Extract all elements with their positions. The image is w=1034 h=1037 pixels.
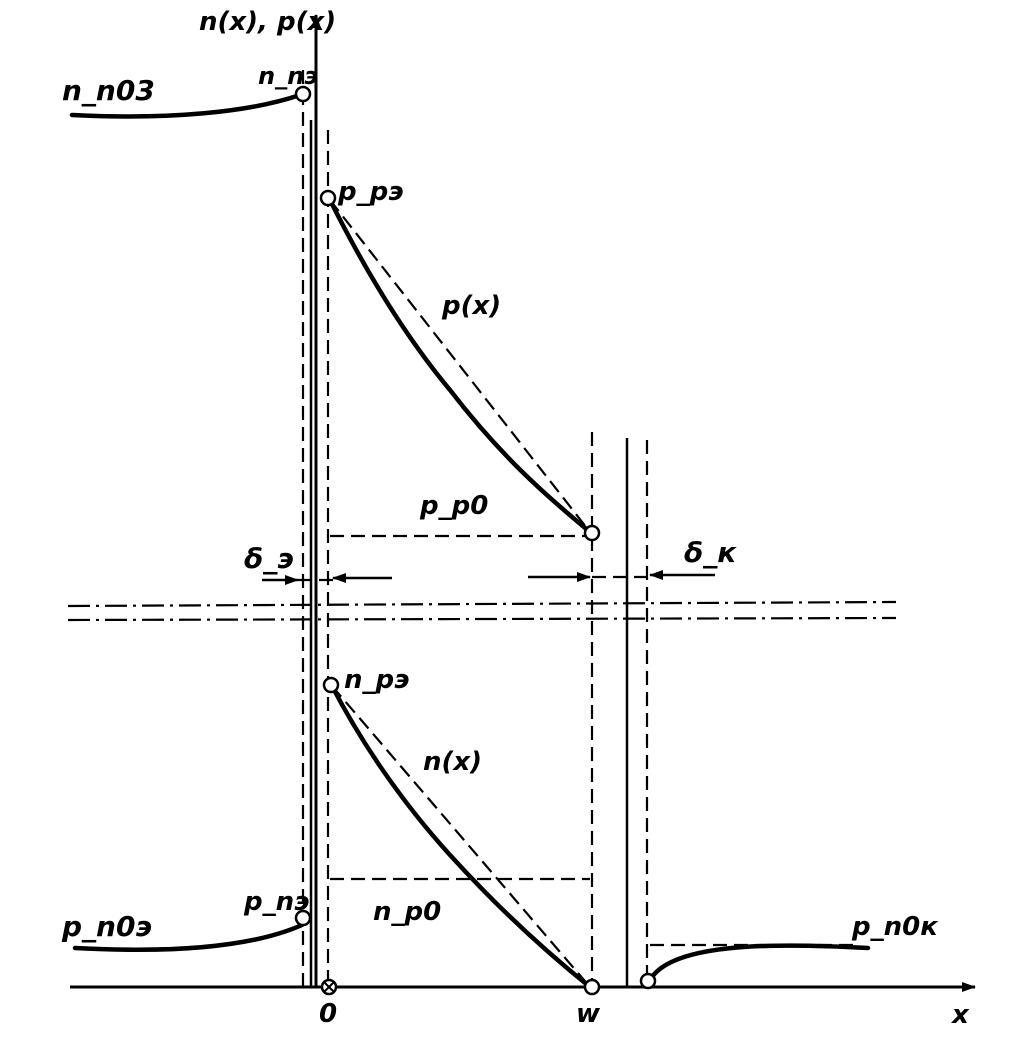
p-n0e-curve: [72, 922, 305, 952]
origin-point-cross-b: [323, 981, 335, 993]
p-ne-label: p_nэ: [243, 887, 310, 917]
n-ne-label: n_nэ: [258, 62, 318, 90]
p-p0-label: p_p0: [419, 491, 488, 521]
y-axis-label: n(x), p(x): [199, 7, 336, 37]
delta-e-label: δ_э: [244, 542, 294, 575]
n-x-label: n(x): [423, 747, 482, 777]
collector-point: [639, 972, 657, 990]
n-ne-point: [294, 85, 312, 103]
separator-line-lower: [67, 616, 897, 622]
n-n0e-label: n_n03: [62, 74, 155, 107]
p-pe-point: [319, 189, 337, 207]
p-n0e-label: p_n0э: [61, 910, 152, 943]
p-ne-point: [294, 909, 312, 927]
origin-label: 0: [319, 999, 337, 1029]
n-n0e-curve: [69, 92, 303, 119]
n-pe-point: [322, 676, 340, 694]
n-x-linear-approx: [331, 685, 591, 988]
w-point: [583, 978, 601, 996]
p-n0k-curve: [647, 943, 871, 983]
p-x-linear-approx: [329, 199, 591, 533]
p-p0-point: [583, 524, 601, 542]
p-n0k-label: p_n0к: [851, 912, 939, 942]
n-p0-label: n_p0: [373, 897, 441, 927]
p-x-curve: [327, 197, 593, 535]
x-axis-label: x: [950, 1000, 970, 1030]
n-x-curve: [329, 683, 593, 990]
p-pe-label: p_pэ: [337, 177, 404, 207]
w-label: w: [576, 999, 601, 1029]
delta-k-label: δ_к: [684, 536, 737, 569]
n-pe-label: n_pэ: [344, 665, 410, 695]
separator-line-upper: [67, 600, 897, 608]
p-x-label: p(x): [441, 291, 501, 321]
